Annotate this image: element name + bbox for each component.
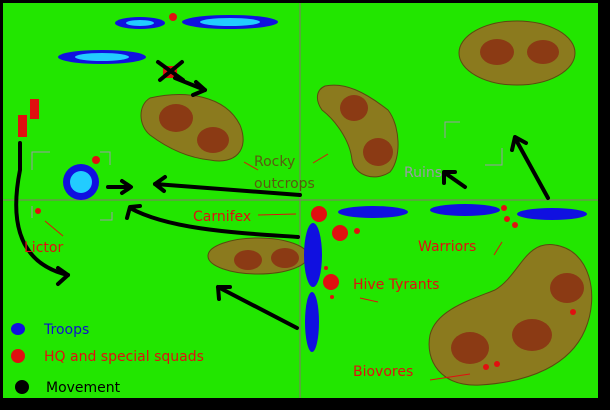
rocky-outcrop-center	[317, 84, 399, 178]
legend-marker-hq	[11, 349, 25, 363]
terrain-top-right	[458, 20, 576, 86]
legend-hq-label: HQ and special squads	[44, 349, 204, 365]
legend-movement-label: Movement	[46, 380, 121, 396]
label-biovores: Biovores	[353, 364, 414, 380]
label-outcrops: outcrops	[254, 176, 315, 192]
legend-marker-troops	[11, 323, 25, 335]
rocky-outcrop-left	[140, 94, 244, 162]
label-ruins: Ruins	[404, 165, 443, 181]
terrain-bottom-right	[428, 244, 593, 386]
legend-marker-movement	[15, 380, 29, 394]
terrain-center-left	[207, 237, 309, 275]
label-carnifex: Carnifex	[193, 209, 252, 225]
label-rocky: Rocky	[254, 154, 296, 170]
label-pointers	[44, 153, 503, 381]
legend-markers	[11, 323, 29, 394]
legend-troops-label: Troops	[44, 322, 90, 338]
label-warriors: Warriors	[418, 239, 477, 255]
label-hive-tyrants: Hive Tyrants	[353, 277, 440, 293]
ruins-markers	[31, 121, 503, 221]
movement-arrows	[14, 60, 550, 330]
label-lictor: Lictor	[24, 240, 64, 256]
troops-units	[58, 15, 587, 352]
